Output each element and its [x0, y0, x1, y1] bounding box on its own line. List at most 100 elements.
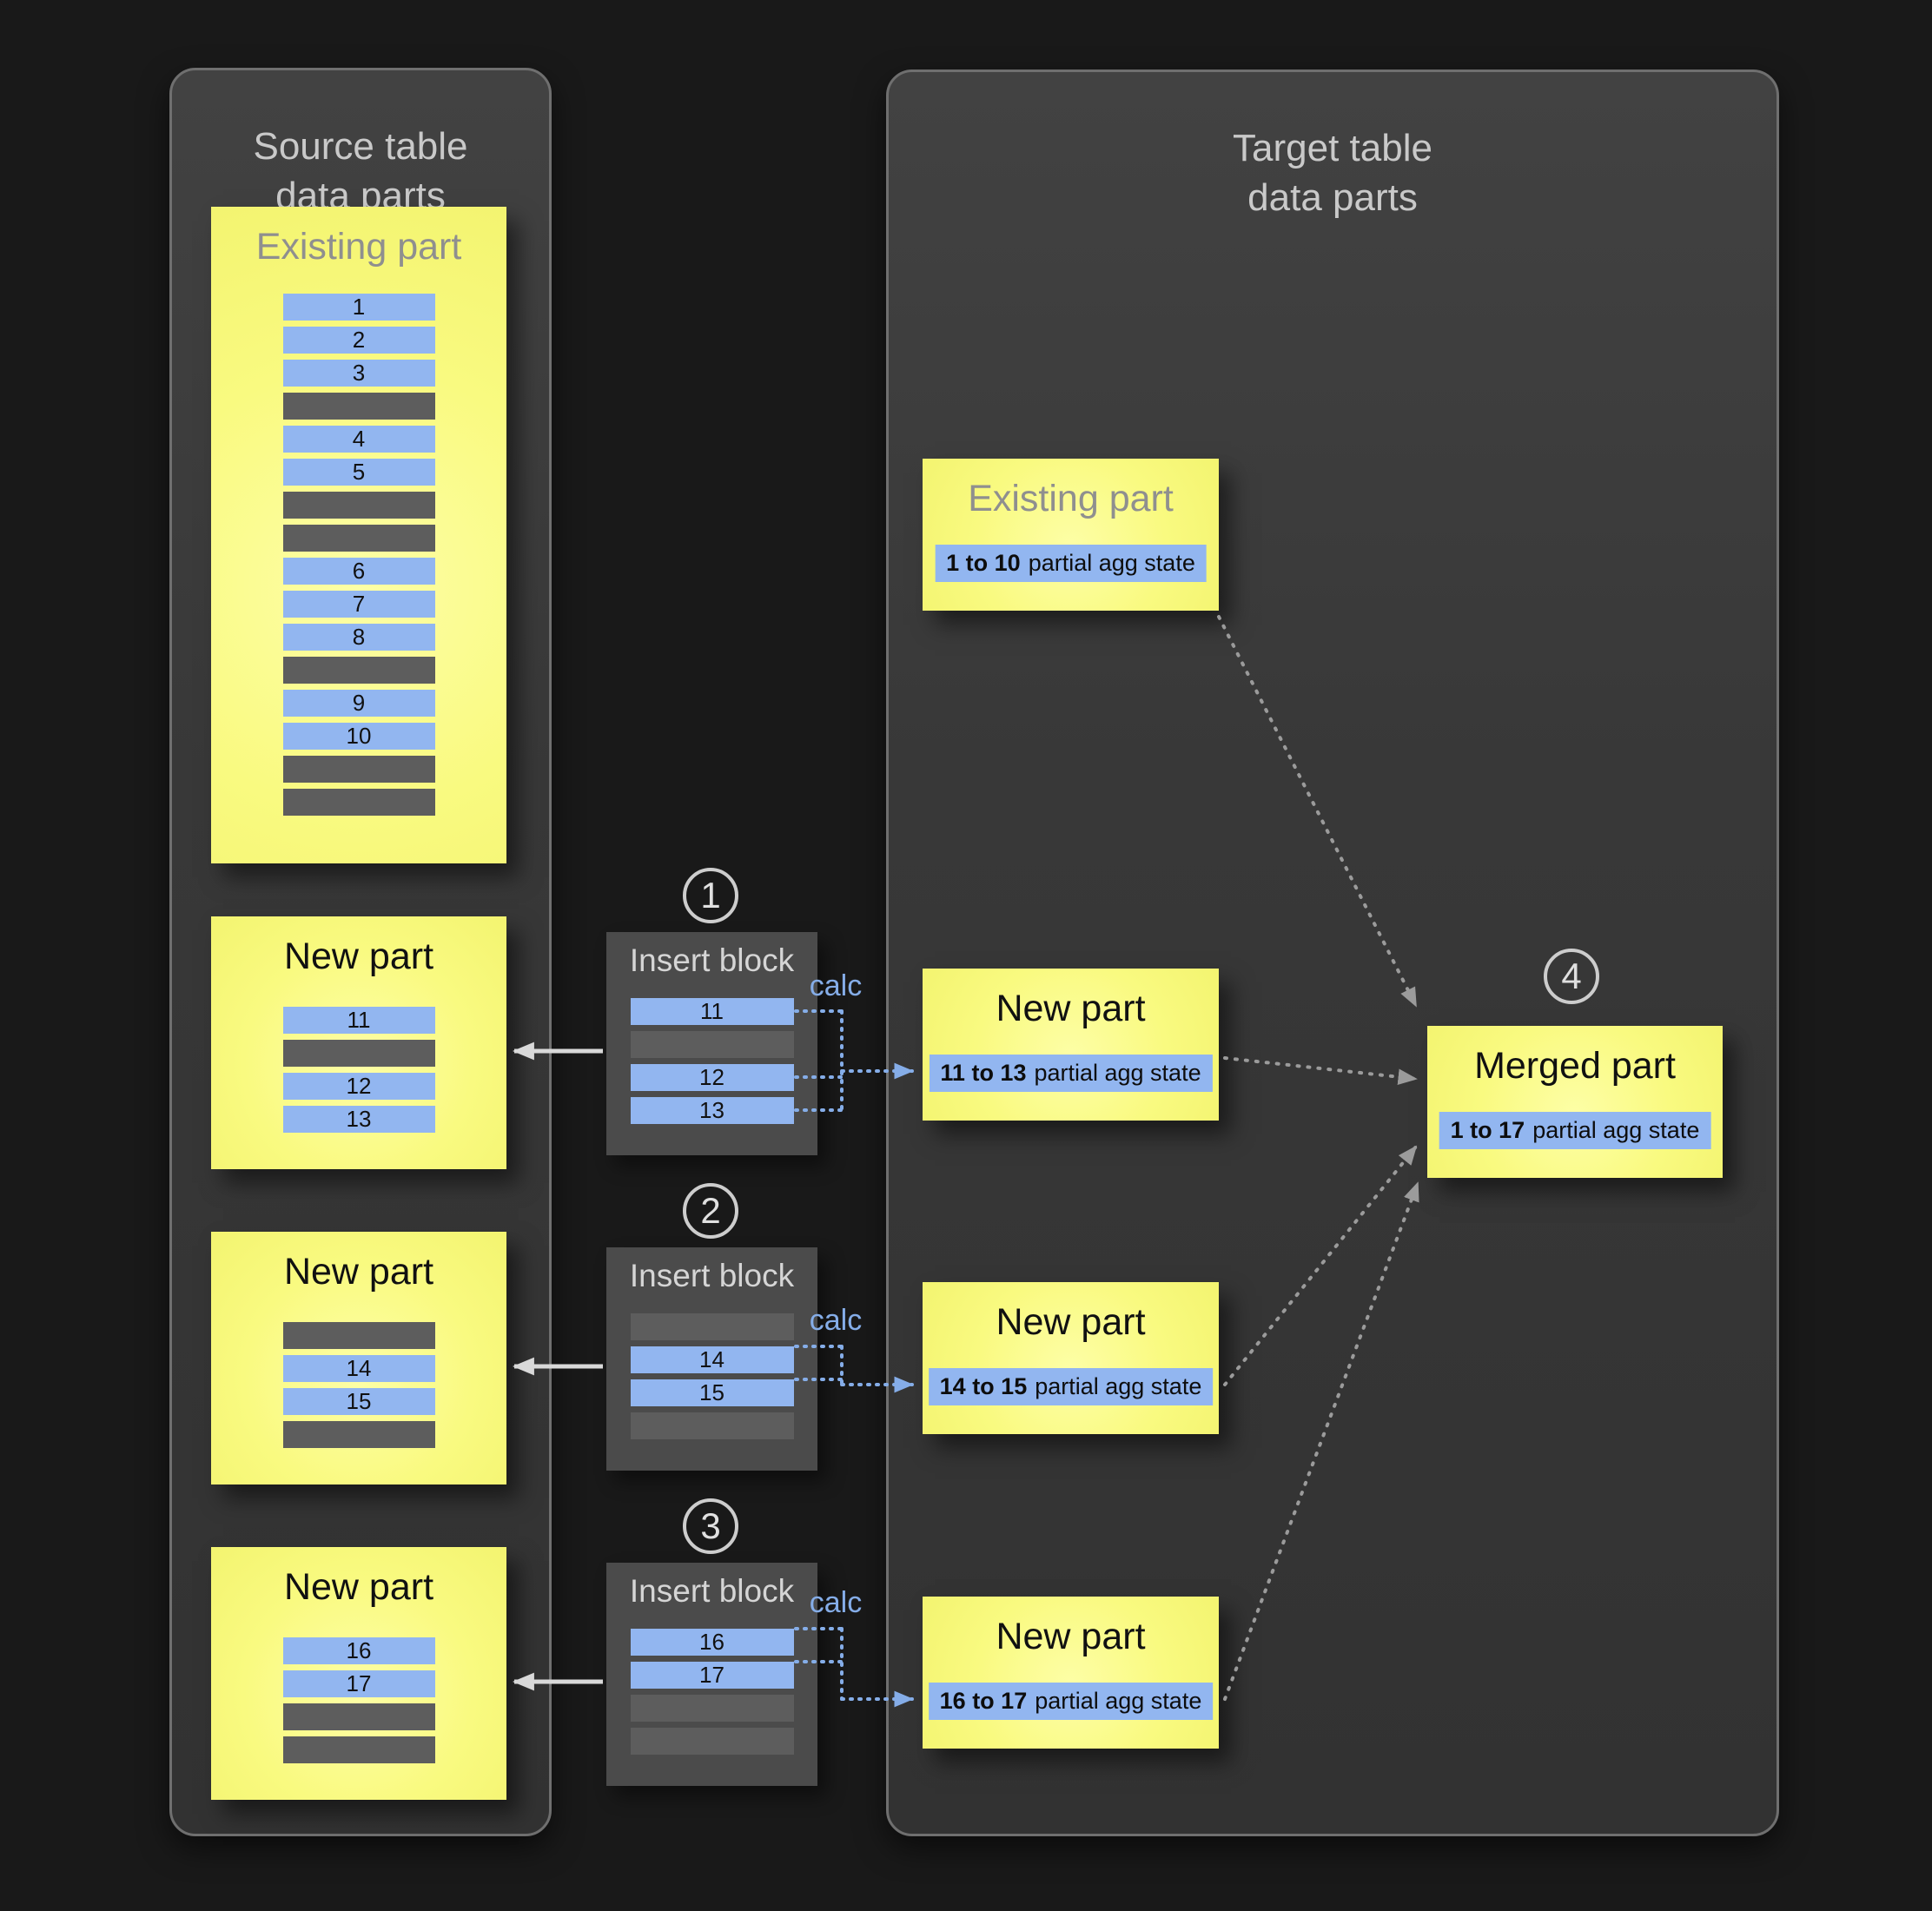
agg-label: partial agg state [1034, 1060, 1201, 1086]
calc-label-1: calc [809, 969, 863, 1002]
insert-block-1: Insert block 11 12 13 [606, 932, 817, 1155]
source-panel-title-line1: Source table [253, 124, 468, 168]
insert-block-rows: 11 12 13 [606, 998, 817, 1124]
data-row: 13 [282, 1106, 435, 1133]
calc-label-2: calc [809, 1304, 863, 1337]
part-title: New part [996, 988, 1146, 1029]
target-panel-title-line2: data parts [1247, 175, 1418, 219]
data-row-empty [282, 525, 435, 552]
data-row: 5 [282, 459, 435, 486]
data-row: 12 [630, 1064, 794, 1091]
part-title: New part [283, 936, 434, 977]
target-table-panel: Target table data parts Existing part 1 t… [886, 69, 1779, 1836]
part-rows: 1 2 3 4 5 6 7 8 9 10 [211, 294, 506, 816]
data-row-empty [282, 1421, 435, 1448]
data-row: 12 [282, 1073, 435, 1100]
data-row-empty [282, 1703, 435, 1730]
target-panel-title-line1: Target table [1233, 126, 1432, 169]
agg-range: 14 to 15 [939, 1373, 1028, 1399]
data-row-empty [630, 1412, 794, 1439]
data-row: 4 [282, 426, 435, 453]
merged-part: Merged part 1 to 17 partial agg state [1427, 1026, 1723, 1178]
data-row: 16 [282, 1637, 435, 1664]
data-row: 17 [282, 1670, 435, 1697]
part-title: New part [283, 1251, 434, 1293]
data-row: 15 [282, 1388, 435, 1415]
agg-state-row: 14 to 15 partial agg state [928, 1368, 1214, 1405]
data-row-empty [282, 756, 435, 783]
part-title: New part [283, 1566, 434, 1608]
data-row: 7 [282, 591, 435, 618]
data-row-empty [630, 1031, 794, 1058]
data-row: 11 [630, 998, 794, 1025]
target-new-part-3: New part 16 to 17 partial agg state [923, 1597, 1219, 1749]
agg-range: 1 to 10 [946, 550, 1021, 576]
data-row-empty [282, 492, 435, 519]
part-title: New part [996, 1616, 1146, 1657]
data-row-empty [282, 1040, 435, 1067]
agg-state-row: 1 to 17 partial agg state [1439, 1112, 1711, 1149]
data-row: 17 [630, 1662, 794, 1689]
part-title: Merged part [1474, 1045, 1676, 1087]
agg-state-row: 11 to 13 partial agg state [929, 1055, 1213, 1092]
data-row-empty [282, 1736, 435, 1763]
target-new-part-2: New part 14 to 15 partial agg state [923, 1282, 1219, 1434]
agg-range: 1 to 17 [1450, 1117, 1525, 1143]
data-row: 8 [282, 624, 435, 651]
data-row: 11 [282, 1007, 435, 1034]
agg-range: 11 to 13 [940, 1060, 1027, 1086]
data-row-empty [630, 1695, 794, 1722]
source-existing-part: Existing part 1 2 3 4 5 6 7 8 9 10 [211, 207, 506, 863]
calc-label-3: calc [809, 1586, 863, 1619]
data-row-empty [282, 1322, 435, 1349]
data-row-empty [282, 393, 435, 420]
agg-range: 16 to 17 [939, 1688, 1028, 1714]
data-row: 2 [282, 327, 435, 354]
data-row: 3 [282, 360, 435, 387]
agg-label: partial agg state [1532, 1117, 1700, 1143]
step-3-badge: 3 [683, 1498, 738, 1554]
part-title: New part [996, 1301, 1146, 1343]
data-row: 14 [630, 1346, 794, 1373]
data-row: 16 [630, 1629, 794, 1656]
data-row-empty [282, 657, 435, 684]
data-row: 14 [282, 1355, 435, 1382]
step-2-badge: 2 [683, 1183, 738, 1239]
data-row: 9 [282, 690, 435, 717]
insert-block-title: Insert block [629, 942, 795, 978]
data-row: 10 [282, 723, 435, 750]
data-row: 6 [282, 558, 435, 585]
insert-block-title: Insert block [629, 1573, 795, 1609]
data-row-empty [630, 1313, 794, 1340]
agg-label: partial agg state [1035, 1688, 1202, 1714]
data-row-empty [630, 1728, 794, 1755]
insert-block-title: Insert block [629, 1258, 795, 1293]
data-row: 1 [282, 294, 435, 321]
step-4-badge: 4 [1544, 949, 1599, 1004]
target-panel-title: Target table data parts [889, 123, 1777, 222]
agg-label: partial agg state [1035, 1373, 1202, 1399]
source-new-part-1: New part 11 12 13 [211, 916, 506, 1169]
data-row: 15 [630, 1379, 794, 1406]
step-1-badge: 1 [683, 868, 738, 923]
part-title: Existing part [968, 478, 1174, 519]
part-title: Existing part [255, 226, 462, 268]
data-row: 13 [630, 1097, 794, 1124]
agg-state-row: 16 to 17 partial agg state [928, 1683, 1214, 1720]
target-new-part-1: New part 11 to 13 partial agg state [923, 969, 1219, 1121]
part-rows: 11 12 13 [211, 1007, 506, 1133]
data-row-empty [282, 789, 435, 816]
